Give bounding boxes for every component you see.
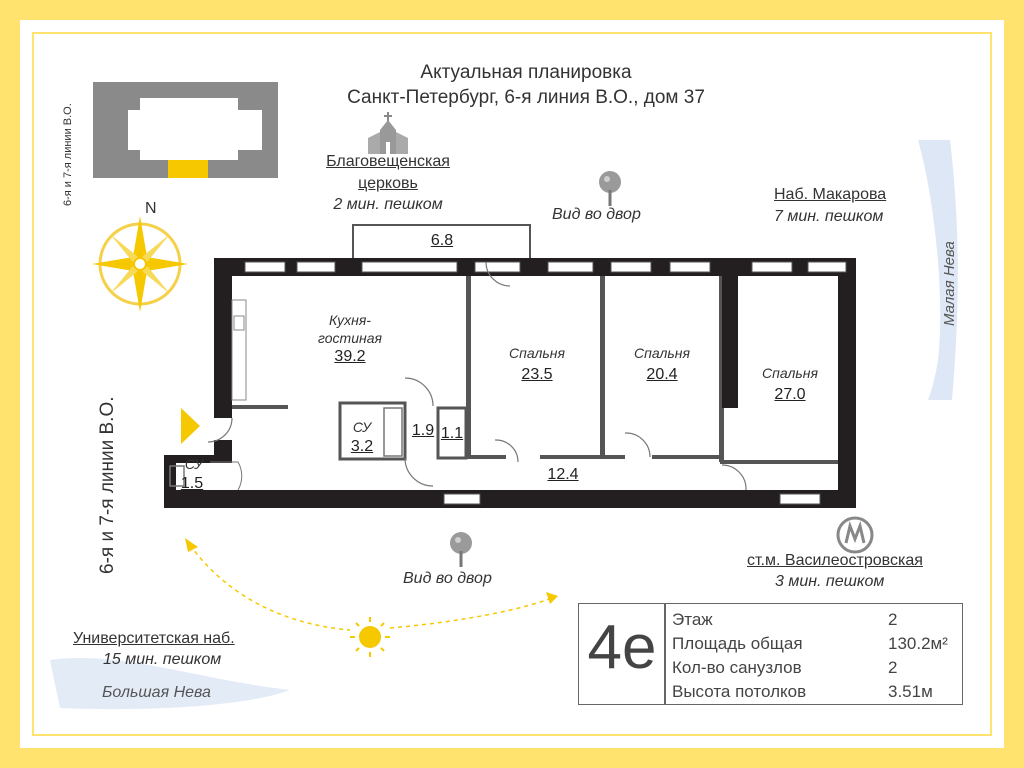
compass-icon (92, 216, 188, 312)
church-icon (368, 112, 408, 154)
bolshaya-neva-label: Большая Нева (102, 684, 211, 701)
water-bolshaya-neva (50, 657, 290, 710)
info-label-floor: Этаж (672, 610, 713, 629)
bedroom-2-name: Спальня (634, 345, 690, 361)
sun-icon (350, 617, 390, 657)
kitchen-name-line-2: гостиная (318, 330, 382, 346)
view-top-label: Вид во двор (552, 206, 641, 223)
sun-path (185, 538, 558, 631)
view-bottom-label: Вид во двор (403, 570, 492, 587)
metro-icon (836, 516, 874, 554)
metro-name: ст.м. Василеостровская (747, 552, 923, 569)
church-name-line-1: Благовещенская (326, 153, 450, 170)
header-line-2: Санкт-Петербург, 6-я линия В.О., дом 37 (347, 87, 705, 108)
info-value-area: 130.2м² (888, 634, 948, 653)
metro-walk-time: 3 мин. пешком (775, 573, 885, 590)
entrance-arrow-icon (181, 408, 200, 444)
info-label-ceiling: Высота потолков (672, 682, 807, 701)
floor-plan (164, 224, 856, 508)
church-walk-time: 2 мин. пешком (333, 196, 443, 213)
info-label-bathrooms: Кол-во санузлов (672, 658, 802, 677)
minimap (93, 82, 278, 178)
makarova-walk-time: 7 мин. пешком (774, 208, 884, 225)
bedroom-3-name: Спальня (762, 365, 818, 381)
header-line-1: Актуальная планировка (420, 62, 632, 83)
street-lines-label: 6-я и 7-я линии В.О. (97, 396, 118, 574)
bath-1-area: 3.2 (350, 438, 374, 455)
apartment-code: 4е (587, 613, 657, 682)
info-value-ceiling: 3.51м (888, 682, 933, 701)
closet-2-area: 1.1 (440, 425, 464, 442)
makarova-name: Наб. Макарова (774, 186, 887, 203)
corridor-area: 12.4 (547, 466, 579, 483)
water-malaya-neva (918, 140, 958, 400)
closet-1-area: 1.9 (411, 422, 435, 439)
info-value-bathrooms: 2 (888, 658, 898, 677)
kitchen-name-line-1: Кухня- (329, 312, 371, 328)
university-emb-name: Университетская наб. (73, 630, 235, 647)
bedroom-2-area: 20.4 (646, 366, 678, 383)
malaya-neva-label: Малая Нева (941, 241, 958, 326)
university-emb-walk-time: 15 мин. пешком (103, 651, 222, 668)
north-label: N (145, 200, 157, 217)
bath-2-name: СУ (184, 456, 204, 472)
info-table-divider (664, 603, 666, 705)
inner-border (32, 32, 992, 736)
bath-1-name: СУ (352, 419, 372, 435)
info-label-area: Площадь общая (672, 634, 803, 653)
minimap-street-label: 6-я и 7-я линии В.О. (62, 103, 74, 206)
pin-icon-bottom (450, 532, 472, 567)
church-name-line-2: церковь (358, 175, 418, 192)
bath-2-area: 1.5 (180, 475, 204, 492)
balcony-area: 6.8 (430, 232, 454, 249)
bedroom-1-area: 23.5 (521, 366, 553, 383)
pin-icon-top (599, 171, 621, 206)
bedroom-3-area: 27.0 (774, 386, 806, 403)
bedroom-1-name: Спальня (509, 345, 565, 361)
info-table (578, 603, 963, 705)
kitchen-area: 39.2 (334, 348, 366, 365)
info-value-floor: 2 (888, 610, 898, 629)
